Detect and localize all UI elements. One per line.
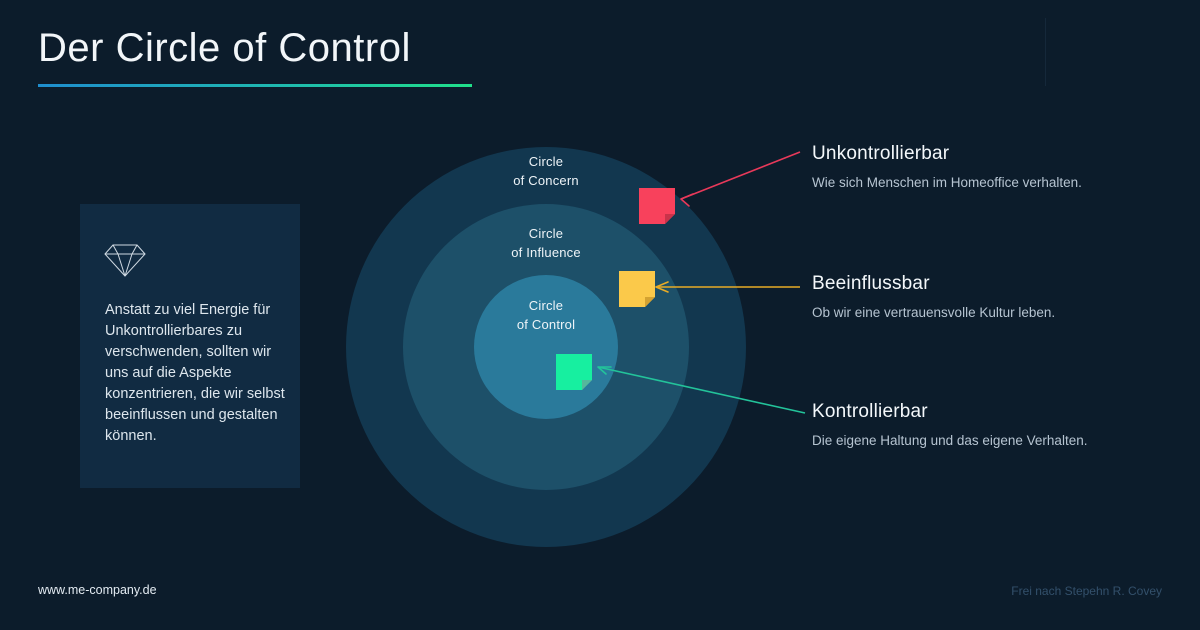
diamond-gem-icon [104, 242, 146, 278]
title-underline-rule [38, 84, 472, 87]
footer-credit: Frei nach Stepehn R. Covey [1011, 584, 1162, 598]
circle-of-control-label-line1: Circle [528, 298, 564, 313]
circle-of-control-label: Circle of Control [416, 296, 676, 334]
circle-of-influence-label-line2: of Influence [511, 245, 581, 260]
annotation-controllable-title: Kontrollierbar [812, 401, 928, 422]
annotation-uncontrollable-title: Unkontrollierbar [812, 143, 950, 164]
circle-of-concern-label: Circle of Concern [416, 152, 676, 190]
header-divider [1045, 18, 1046, 86]
sticky-note-influenceable [619, 271, 655, 307]
sticky-note-controllable [556, 354, 592, 390]
annotation-controllable: Kontrollierbar Die eigene Haltung und da… [812, 401, 1152, 450]
sticky-note-uncontrollable [639, 188, 675, 224]
circle-of-control [474, 275, 618, 419]
circle-of-influence-label-line1: Circle [528, 226, 564, 241]
annotation-influenceable-title: Beeinflussbar [812, 273, 930, 294]
info-card: Anstatt zu viel Energie für Unkontrollie… [80, 204, 300, 488]
page-title: Der Circle of Control [38, 26, 411, 70]
annotation-influenceable-description: Ob wir eine vertrauensvolle Kultur leben… [812, 305, 1056, 320]
circle-of-concern-label-line2: of Concern [513, 173, 579, 188]
circle-of-concern-label-line1: Circle [528, 154, 564, 169]
circle-of-control-label-line2: of Control [516, 317, 576, 332]
circle-of-influence-label: Circle of Influence [416, 224, 676, 262]
annotation-uncontrollable: Unkontrollierbar Wie sich Menschen im Ho… [812, 143, 1152, 192]
arrow-uncontrollable [680, 151, 801, 207]
info-card-text: Anstatt zu viel Energie für Unkontrollie… [105, 302, 285, 444]
annotation-uncontrollable-description: Wie sich Menschen im Homeoffice verhalte… [812, 175, 1082, 190]
annotation-controllable-description: Die eigene Haltung und das eigene Verhal… [812, 433, 1088, 448]
footer-website[interactable]: www.me-company.de [38, 583, 157, 597]
annotation-influenceable: Beeinflussbar Ob wir eine vertrauensvoll… [812, 273, 1152, 322]
